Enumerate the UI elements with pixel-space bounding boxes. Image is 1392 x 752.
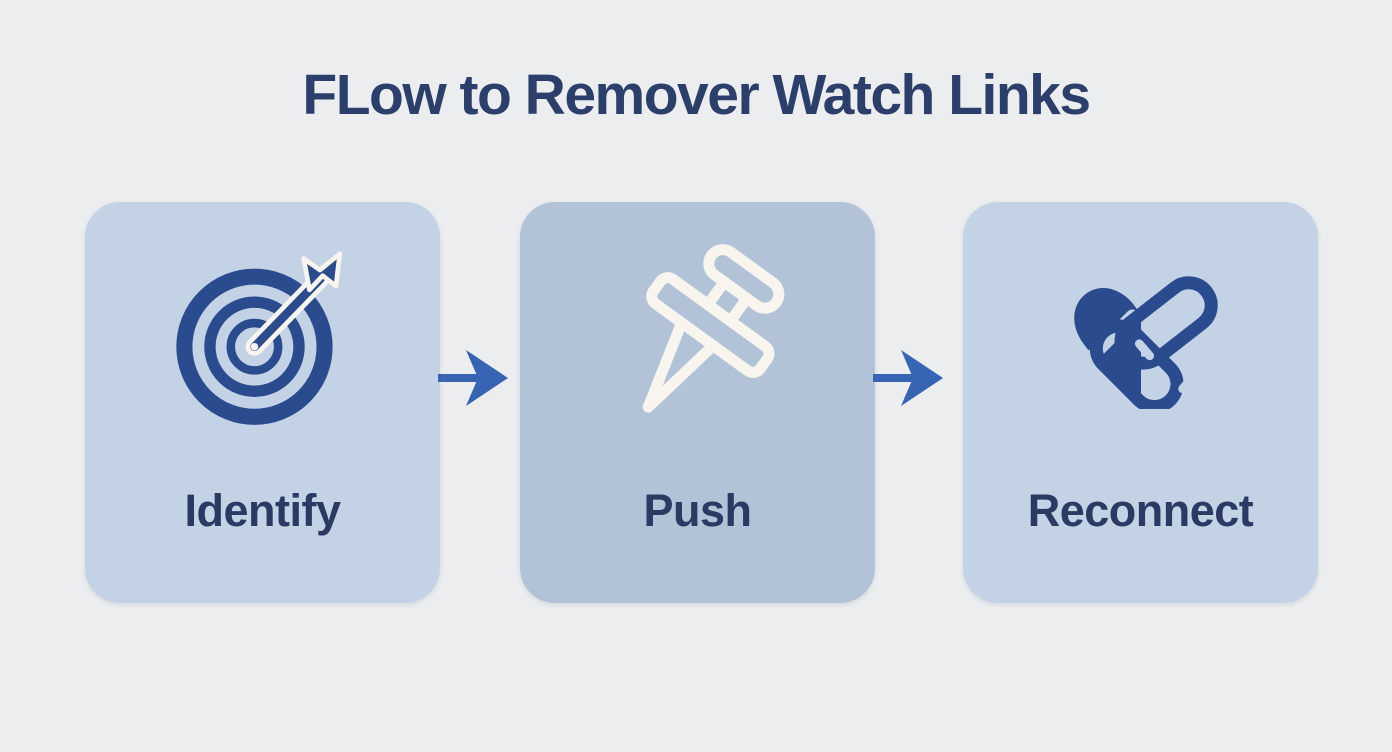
step-label: Push [643, 485, 752, 536]
page-title: FLow to Remover Watch Links [302, 63, 1091, 127]
linked-heart-icon [1063, 202, 1219, 482]
target-arrow-icon [173, 202, 353, 482]
step-card-identify: Identify [85, 202, 440, 603]
step-card-push: Push [520, 202, 875, 603]
step-card-reconnect: Reconnect [963, 202, 1318, 603]
flow-arrow-icon [873, 346, 947, 415]
step-label: Identify [184, 485, 341, 536]
flow-arrow-icon [438, 346, 512, 415]
pushpin-icon [608, 202, 788, 482]
step-label: Reconnect [1027, 485, 1254, 536]
